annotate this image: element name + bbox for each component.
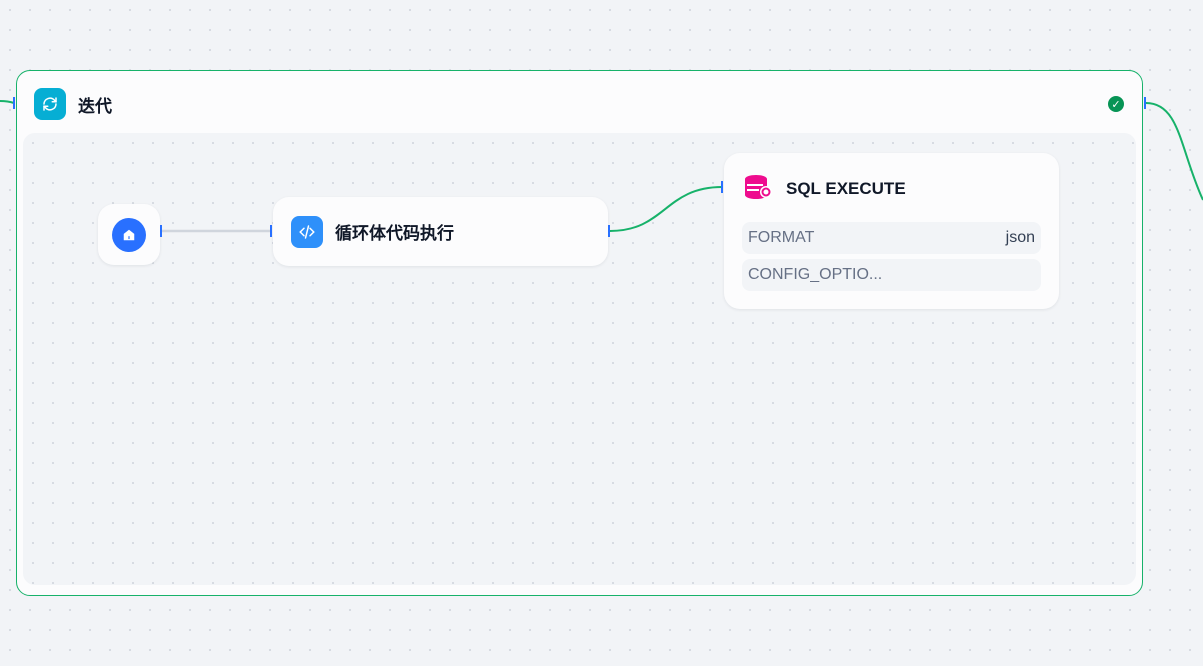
code-icon [291, 215, 323, 248]
handle[interactable] [1144, 97, 1146, 109]
field-label: FORMAT [748, 229, 815, 246]
refresh-icon [34, 88, 66, 120]
code-node-title: 循环体代码执行 [335, 224, 454, 243]
sql-node-title: SQL EXECUTE [786, 179, 906, 198]
home-icon [112, 217, 146, 252]
edge-outgoing [1145, 102, 1203, 201]
start-node[interactable] [98, 204, 160, 265]
edge-incoming [0, 100, 15, 104]
database-search-icon [744, 174, 774, 205]
success-check-icon: ✓ [1108, 96, 1124, 112]
field-value: json [1005, 229, 1035, 246]
field-format: FORMAT json [742, 222, 1041, 254]
handle[interactable] [13, 97, 15, 109]
field-label: CONFIG_OPTIO... [748, 266, 883, 283]
code-node[interactable]: 循环体代码执行 [273, 197, 608, 266]
iteration-node[interactable]: 迭代 ✓ [16, 70, 1143, 596]
sql-execute-node[interactable]: SQL EXECUTE FORMAT json CONFIG_OPTIO... [724, 153, 1059, 309]
field-config-options: CONFIG_OPTIO... [742, 259, 1041, 291]
iteration-title: 迭代 [78, 96, 112, 116]
